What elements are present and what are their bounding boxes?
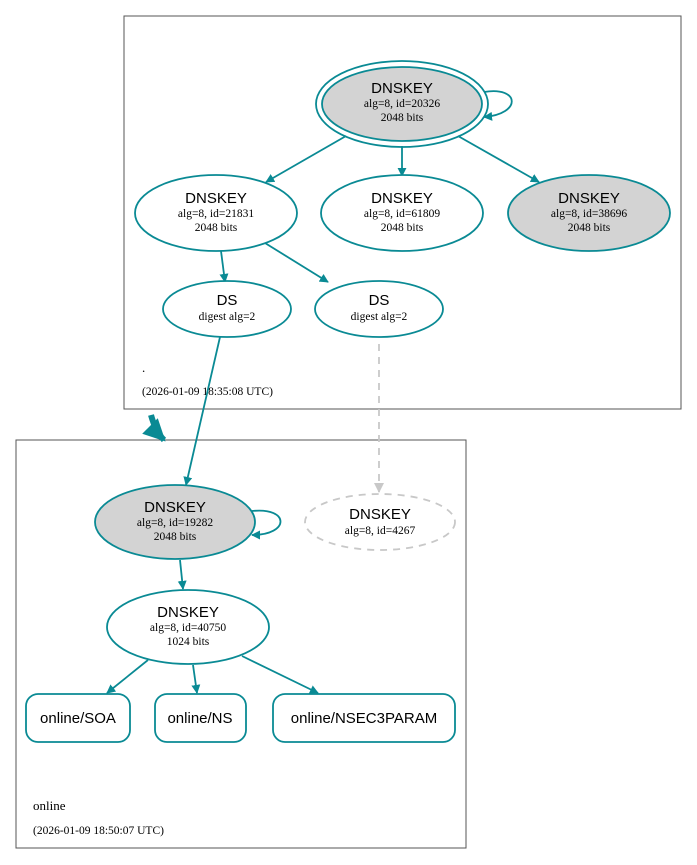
- edge-zsk-to-ns: [191, 664, 201, 694]
- node-bits: 1024 bits: [167, 636, 210, 648]
- node-title: DS: [217, 292, 238, 309]
- node-detail: digest alg=2: [351, 311, 408, 323]
- node-title: DS: [369, 292, 390, 309]
- node-title: DNSKEY: [144, 499, 206, 516]
- node-detail: alg=8, id=19282: [137, 517, 213, 529]
- node-title: DNSKEY: [157, 604, 219, 621]
- node-detail: alg=8, id=20326: [364, 98, 440, 110]
- node-detail: alg=8, id=21831: [178, 208, 254, 220]
- zone-root-box: [123, 15, 682, 410]
- node-title: DNSKEY: [185, 190, 247, 207]
- node-bits: 2048 bits: [381, 112, 424, 124]
- zone-online-box: [15, 439, 467, 849]
- edge-delegation: [142, 414, 167, 443]
- node-bits: 2048 bits: [568, 222, 611, 234]
- node-root-zsk-38696: DNSKEY alg=8, id=38696 2048 bits: [507, 174, 671, 252]
- edge-ksk-self: [483, 90, 513, 121]
- node-root-ksk: DNSKEY alg=8, id=20326 2048 bits: [315, 60, 489, 148]
- edge-ds1-to-online-ksk: [183, 336, 221, 486]
- node-bits: 2048 bits: [154, 531, 197, 543]
- edge-ksk-to-zsk3: [457, 135, 540, 183]
- node-title: DNSKEY: [558, 190, 620, 207]
- rrset-label: online/NSEC3PARAM: [291, 710, 437, 727]
- node-detail: alg=8, id=4267: [345, 525, 416, 537]
- node-online-ksk: DNSKEY alg=8, id=19282 2048 bits: [94, 484, 256, 560]
- zone-online-timestamp: (2026-01-09 18:50:07 UTC): [33, 825, 164, 837]
- zone-root-name: .: [142, 360, 145, 375]
- node-rrset-soa: online/SOA: [25, 693, 131, 743]
- node-bits: 2048 bits: [381, 222, 424, 234]
- rrset-label: online/SOA: [40, 710, 116, 727]
- node-title: DNSKEY: [371, 190, 433, 207]
- node-root-zsk-61809: DNSKEY alg=8, id=61809 2048 bits: [320, 174, 484, 252]
- node-detail: digest alg=2: [199, 311, 256, 323]
- node-ds-2: DS digest alg=2: [314, 280, 444, 338]
- node-rrset-ns: online/NS: [154, 693, 247, 743]
- rrset-label: online/NS: [167, 710, 232, 727]
- node-detail: alg=8, id=38696: [551, 208, 627, 220]
- node-rrset-nsec3param: online/NSEC3PARAM: [272, 693, 456, 743]
- node-detail: alg=8, id=40750: [150, 622, 226, 634]
- edge-online-ksk-self: [251, 509, 282, 540]
- node-bits: 2048 bits: [195, 222, 238, 234]
- edge-zsk-to-nsec3param: [241, 655, 319, 694]
- edge-zsk-to-soa: [106, 659, 149, 694]
- node-root-zsk-21831: DNSKEY alg=8, id=21831 2048 bits: [134, 174, 298, 252]
- node-ds-1: DS digest alg=2: [162, 280, 292, 338]
- node-detail: alg=8, id=61809: [364, 208, 440, 220]
- edge-ksk-to-zsk1: [265, 135, 347, 183]
- edge-zsk1-to-ds1: [219, 250, 229, 283]
- node-title: DNSKEY: [349, 506, 411, 523]
- node-online-missing-dnskey: DNSKEY alg=8, id=4267: [304, 493, 456, 551]
- edge-zsk1-to-ds2: [264, 242, 329, 283]
- edge-online-ksk-to-zsk: [177, 559, 187, 590]
- node-online-zsk: DNSKEY alg=8, id=40750 1024 bits: [106, 589, 270, 665]
- node-title: DNSKEY: [371, 80, 433, 97]
- zone-online-name: online: [33, 798, 66, 813]
